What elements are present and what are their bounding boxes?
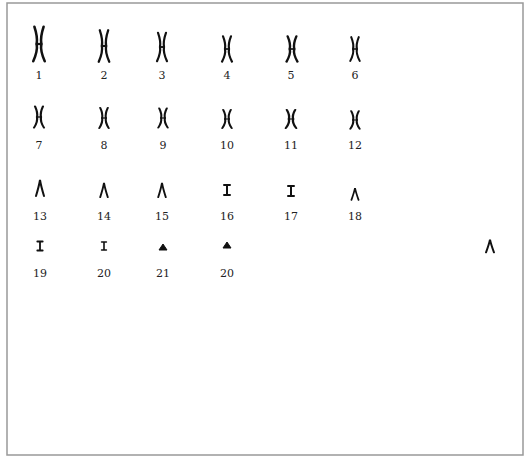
chromosome-number: 9 [160, 140, 167, 151]
chromosome-number: 19 [33, 268, 47, 279]
chromosome-number: 5 [288, 70, 295, 81]
chromosome-number: 10 [220, 140, 234, 151]
chromosome-number: 13 [33, 211, 47, 222]
chromosome-number: 11 [284, 140, 298, 151]
chromosome-number: 14 [97, 211, 111, 222]
chromosome-number: 16 [220, 211, 234, 222]
chromosome-number: 21 [156, 268, 170, 279]
chromosome-number: 18 [348, 211, 362, 222]
chromosome-number: 1 [36, 70, 43, 81]
chromosome-number: 20 [220, 268, 234, 279]
chromosome-number: 15 [155, 211, 169, 222]
chromosome-number: 4 [224, 70, 231, 81]
chromosome-number: 6 [352, 70, 359, 81]
chromosome-number: 8 [101, 140, 108, 151]
chromosome-number: 7 [36, 140, 43, 151]
chromosome-number: 3 [159, 70, 166, 81]
chromosome-number: 17 [284, 211, 298, 222]
chromosome-number: 20 [97, 268, 111, 279]
chromosome-number: 2 [101, 70, 108, 81]
chromosome-number: 12 [348, 140, 362, 151]
